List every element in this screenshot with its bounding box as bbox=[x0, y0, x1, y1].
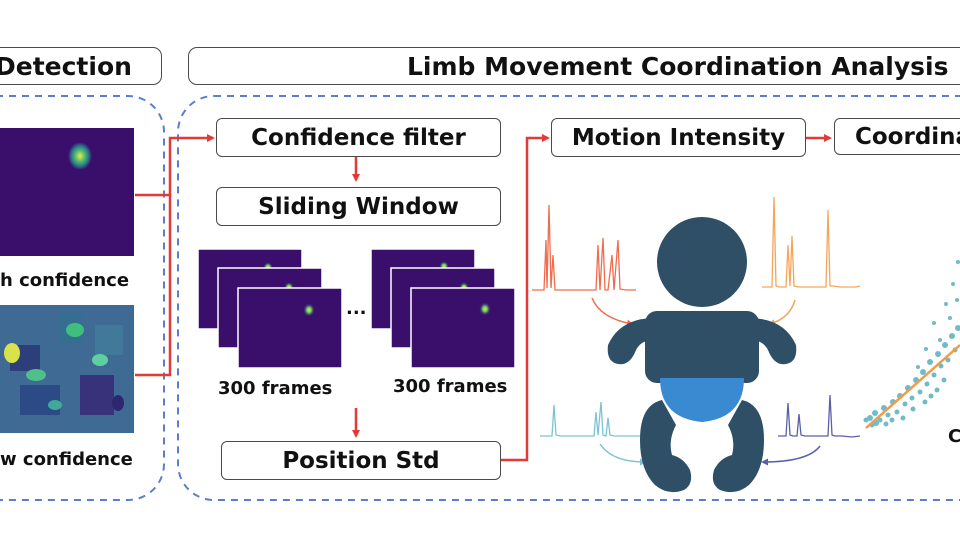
coordination-fit-line bbox=[865, 344, 960, 429]
position-std-label: Position Std bbox=[282, 447, 440, 474]
confidence-filter-box: Confidence filter bbox=[216, 118, 501, 157]
confidence-filter-label: Confidence filter bbox=[251, 124, 466, 151]
sliding-window-label: Sliding Window bbox=[258, 193, 459, 220]
detection-to-filter-arrow bbox=[135, 134, 215, 197]
frame-stack-b bbox=[370, 248, 516, 369]
coordination-label: Coordina bbox=[855, 123, 960, 150]
coordination-partial-label: C bbox=[948, 426, 960, 447]
high-confidence-heatmap bbox=[0, 128, 134, 256]
position-std-box: Position Std bbox=[221, 441, 501, 480]
signal-top-right-arrow bbox=[768, 299, 796, 326]
motion-intensity-box: Motion Intensity bbox=[551, 118, 806, 157]
frames-ellipsis: ... bbox=[346, 298, 367, 319]
baby-diaper bbox=[660, 378, 744, 422]
signal-top-left bbox=[532, 204, 636, 291]
frames-b-label: 300 frames bbox=[393, 376, 508, 397]
coordination-box: Coordina bbox=[834, 118, 960, 155]
detection-header-label: Detection bbox=[0, 51, 132, 81]
analysis-header: Limb Movement Coordination Analysis bbox=[188, 47, 960, 85]
signal-bottom-left bbox=[540, 401, 640, 437]
low-confidence-label: w confidence bbox=[0, 449, 133, 470]
signal-bottom-right-arrow bbox=[761, 445, 821, 466]
std-to-motion-arrow bbox=[500, 134, 550, 462]
detection-header: Detection bbox=[0, 47, 162, 85]
coordination-scatter bbox=[863, 260, 960, 428]
frame-stack-a bbox=[197, 248, 343, 369]
low-confidence-heatmap bbox=[0, 305, 134, 433]
frames-a-label: 300 frames bbox=[218, 378, 333, 399]
baby-icon bbox=[607, 217, 797, 493]
detection-region bbox=[0, 95, 165, 501]
sliding-window-box: Sliding Window bbox=[216, 187, 501, 226]
motion-intensity-label: Motion Intensity bbox=[571, 124, 786, 151]
low-conf-connector bbox=[135, 195, 172, 377]
signal-bottom-left-arrow bbox=[599, 443, 647, 466]
signal-top-right bbox=[762, 196, 861, 288]
analysis-header-label: Limb Movement Coordination Analysis bbox=[407, 51, 949, 81]
signal-top-left-arrow bbox=[591, 297, 634, 327]
signal-bottom-right bbox=[778, 394, 861, 438]
analysis-region bbox=[177, 95, 960, 501]
high-confidence-label: h confidence bbox=[0, 270, 130, 291]
